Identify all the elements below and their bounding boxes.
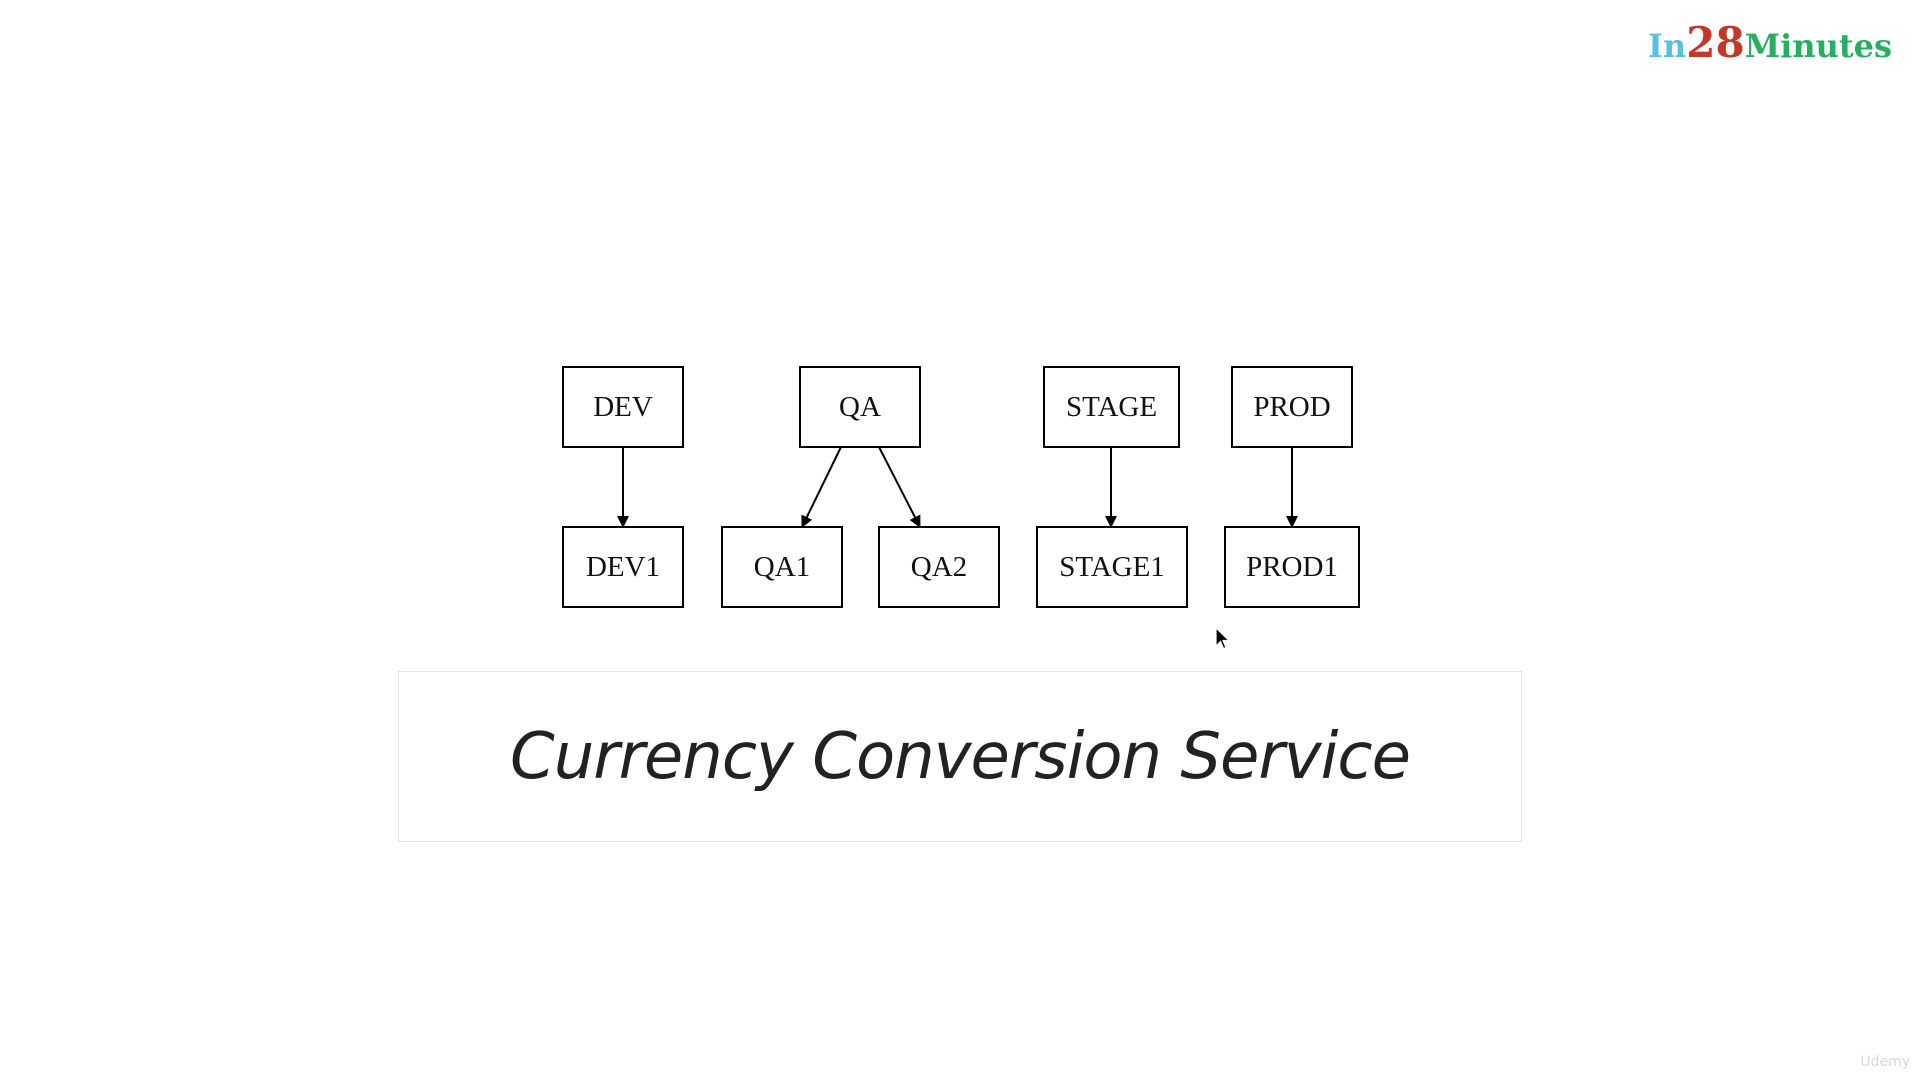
environment-diagram: DEV QA STAGE PROD DEV1 QA1 QA2 STAGE1 PROD1 (562, 366, 1360, 608)
node-label: STAGE1 (1059, 551, 1165, 583)
logo-number: 28 (1686, 18, 1745, 67)
node-label: QA (839, 391, 881, 423)
node-label: DEV1 (586, 551, 660, 583)
mouse-cursor-icon (1215, 627, 1231, 650)
logo-suffix: Minutes (1744, 27, 1892, 65)
node-box (878, 526, 1000, 608)
slide-title: Currency Conversion Service (510, 719, 1411, 794)
node-label: DEV (593, 391, 653, 423)
edge-qa-to-qa1 (801, 446, 842, 528)
node-dev: DEV (562, 366, 684, 448)
node-box (721, 526, 843, 608)
node-prod: PROD (1231, 366, 1353, 448)
node-label: PROD (1253, 391, 1330, 423)
node-box (1043, 366, 1180, 448)
title-box: Currency Conversion Service (398, 671, 1522, 842)
node-box (1224, 526, 1360, 608)
node-box (799, 366, 921, 448)
node-label: STAGE (1066, 391, 1157, 423)
node-qa2: QA2 (878, 526, 1000, 608)
node-qa1: QA1 (721, 526, 843, 608)
node-label: QA2 (911, 551, 967, 583)
node-stage1: STAGE1 (1036, 526, 1188, 608)
in28minutes-logo: In28Minutes (1648, 22, 1892, 64)
edge-qa-to-qa2 (878, 446, 921, 528)
logo-prefix: In (1648, 27, 1687, 65)
node-box (562, 526, 684, 608)
node-qa: QA (799, 366, 921, 448)
node-label: PROD1 (1246, 551, 1338, 583)
node-box (1036, 526, 1188, 608)
node-box (562, 366, 684, 448)
node-label: QA1 (754, 551, 810, 583)
node-prod1: PROD1 (1224, 526, 1360, 608)
udemy-watermark: Udemy (1860, 1054, 1910, 1070)
arrow-icon (801, 446, 842, 528)
node-box (1231, 366, 1353, 448)
arrow-icon (878, 446, 921, 528)
node-dev1: DEV1 (562, 526, 684, 608)
node-stage: STAGE (1043, 366, 1180, 448)
